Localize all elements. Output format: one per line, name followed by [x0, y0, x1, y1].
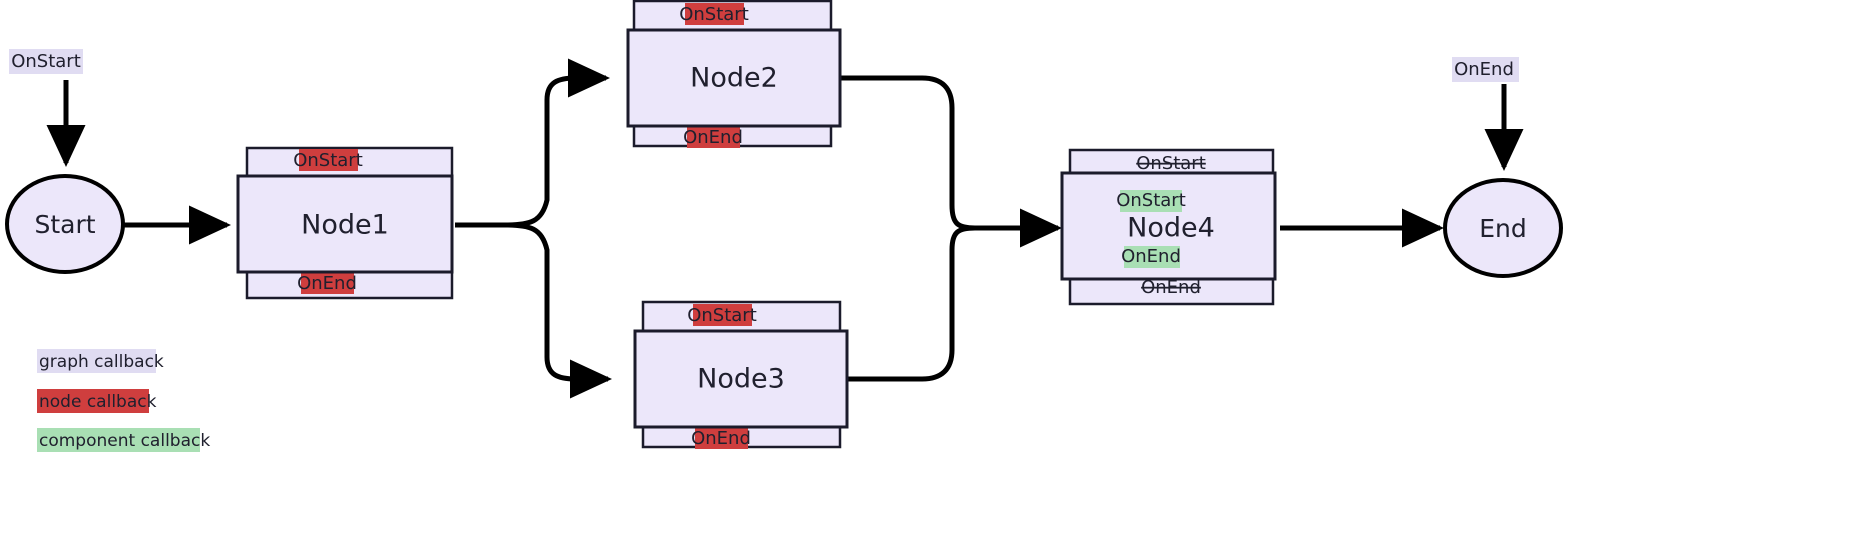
edge-split-to-node3 — [504, 222, 613, 399]
start-terminal-group[interactable]: OnStart Start — [5, 49, 125, 274]
edge-split-to-node2 — [504, 58, 611, 228]
node2-body[interactable] — [626, 28, 842, 128]
start-node-shape[interactable] — [5, 174, 125, 274]
node2-onend-chip — [687, 126, 740, 148]
node1-onstart-label: OnStart — [293, 150, 363, 171]
graph-callback-onend-label: OnEnd — [1454, 59, 1514, 80]
node2-title: Node2 — [690, 63, 778, 94]
legend-label-component-callback: component callback — [39, 431, 210, 451]
start-node-label: Start — [34, 210, 95, 239]
edges-layer — [46, 58, 1524, 399]
legend-label-graph-callback: graph callback — [39, 352, 164, 372]
node4-onstart-label-struck: OnStart — [1136, 153, 1206, 174]
node1-group[interactable]: OnStart OnEnd Node1 — [236, 146, 454, 300]
legend-item-graph-callback: graph callback — [37, 349, 164, 373]
legend-item-component-callback: component callback — [37, 428, 210, 452]
graph-callback-onstart-label: OnStart — [11, 51, 81, 72]
end-node-shape[interactable] — [1443, 178, 1563, 278]
legend-label-node-callback: node callback — [39, 392, 157, 412]
node1-body[interactable] — [236, 174, 454, 274]
legend-swatch-node-callback — [37, 389, 149, 413]
end-terminal-group[interactable]: OnEnd End — [1443, 57, 1563, 278]
end-node-label: End — [1479, 214, 1527, 243]
node4-group[interactable]: OnStart OnEnd OnStart Node4 OnEnd — [1060, 148, 1277, 306]
node4-onend-label-struck: OnEnd — [1141, 277, 1201, 298]
legend-item-node-callback: node callback — [37, 389, 157, 413]
legend-swatch-graph-callback — [37, 349, 156, 373]
graph-callback-onstart-chip — [9, 49, 83, 74]
node3-body[interactable] — [633, 329, 849, 429]
node4-component-onstart-label: OnStart — [1116, 190, 1186, 211]
node1-onend-label: OnEnd — [297, 273, 357, 294]
node2-onend-label: OnEnd — [683, 127, 743, 148]
node3-onend-label: OnEnd — [691, 428, 751, 449]
node1-title: Node1 — [301, 210, 389, 241]
node3-onend-chip — [695, 427, 748, 449]
node4-title: Node4 — [1127, 213, 1215, 244]
node4-component-onend-label: OnEnd — [1121, 246, 1181, 267]
edge-node3-to-merge — [846, 225, 976, 382]
node2-group[interactable]: OnStart OnEnd Node2 — [626, 0, 842, 148]
node3-onstart-chip — [693, 304, 752, 326]
edge-node2-to-merge — [840, 75, 976, 231]
node3-group[interactable]: OnStart OnEnd Node3 — [633, 300, 849, 449]
legend-swatch-component-callback — [37, 428, 200, 452]
node3-onstart-label: OnStart — [687, 305, 757, 326]
node4-component-onstart-chip — [1120, 190, 1182, 212]
node1-onstart-chip — [299, 149, 358, 171]
node1-onend-chip — [301, 272, 354, 294]
graph-callback-onend-chip — [1452, 57, 1519, 82]
node2-onstart-chip — [685, 3, 744, 25]
legend: graph callback node callback component c… — [37, 349, 210, 452]
node3-title: Node3 — [697, 364, 785, 395]
node2-onstart-label: OnStart — [679, 4, 749, 25]
node4-component-onend-chip — [1124, 246, 1180, 268]
